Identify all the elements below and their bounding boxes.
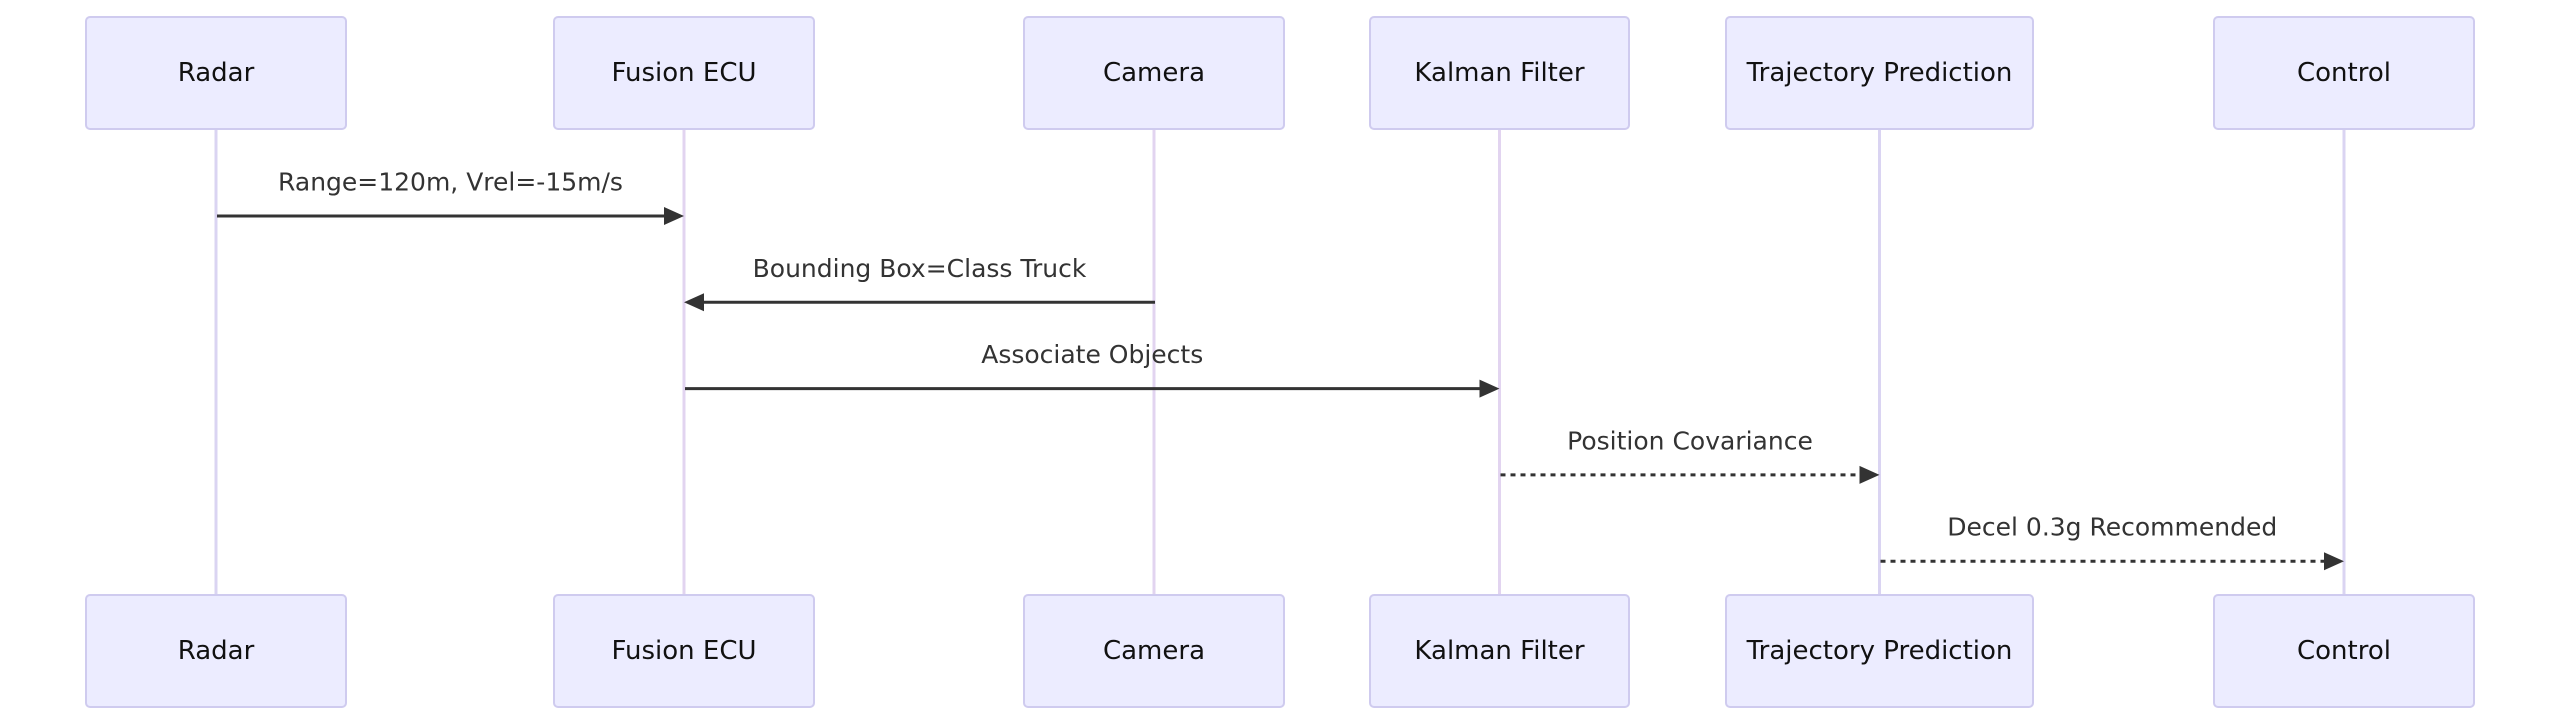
actor-fusion-bottom[interactable]: Fusion ECU — [553, 594, 815, 708]
actor-label: Camera — [1103, 58, 1205, 88]
actor-label: Trajectory Prediction — [1746, 58, 2013, 88]
message-3[interactable]: Associate Objects — [685, 340, 1500, 398]
actor-control-top[interactable]: Control — [2213, 16, 2475, 130]
actor-box[interactable] — [2213, 16, 2475, 130]
arrowhead-icon — [684, 293, 704, 312]
actor-box[interactable] — [553, 594, 815, 708]
actor-box[interactable] — [1725, 594, 2034, 708]
actor-label: Radar — [178, 58, 255, 88]
actor-label: Fusion ECU — [611, 636, 756, 666]
actor-trajectory-bottom[interactable]: Trajectory Prediction — [1725, 594, 2034, 708]
actor-box[interactable] — [2213, 594, 2475, 708]
message-2[interactable]: Bounding Box=Class Truck — [684, 254, 1155, 312]
arrowhead-icon — [1479, 379, 1500, 398]
message-label: Position Covariance — [1567, 426, 1813, 455]
actor-label: Kalman Filter — [1414, 58, 1584, 88]
actor-label: Control — [2297, 58, 2391, 88]
message-4[interactable]: Position Covariance — [1500, 426, 1880, 484]
actor-camera-bottom[interactable]: Camera — [1023, 594, 1285, 708]
actor-fusion-top[interactable]: Fusion ECU — [553, 16, 815, 130]
actor-control-bottom[interactable]: Control — [2213, 594, 2475, 708]
actor-label: Trajectory Prediction — [1746, 636, 2013, 666]
actor-radar-top[interactable]: Radar — [85, 16, 347, 130]
actor-label: Camera — [1103, 636, 1205, 666]
message-label: Range=120m, Vrel=-15m/s — [278, 168, 623, 197]
actor-box[interactable] — [553, 16, 815, 130]
actor-label: Control — [2297, 636, 2391, 666]
actor-label: Fusion ECU — [611, 58, 756, 88]
actor-label: Radar — [178, 636, 255, 666]
actor-box[interactable] — [1369, 16, 1630, 130]
arrowhead-icon — [2324, 552, 2344, 571]
message-5[interactable]: Decel 0.3g Recommended — [1880, 513, 2345, 571]
actor-camera-top[interactable]: Camera — [1023, 16, 1285, 130]
message-label: Bounding Box=Class Truck — [753, 254, 1087, 283]
actor-box[interactable] — [1023, 16, 1285, 130]
message-1[interactable]: Range=120m, Vrel=-15m/s — [217, 168, 684, 226]
actor-kalman-bottom[interactable]: Kalman Filter — [1369, 594, 1630, 708]
lifelines — [214, 129, 2346, 595]
actor-box[interactable] — [85, 594, 347, 708]
actor-radar-bottom[interactable]: Radar — [85, 594, 347, 708]
actor-trajectory-top[interactable]: Trajectory Prediction — [1725, 16, 2034, 130]
message-label: Associate Objects — [981, 340, 1203, 369]
arrowhead-icon — [1859, 465, 1880, 484]
actor-kalman-top[interactable]: Kalman Filter — [1369, 16, 1630, 130]
actor-box[interactable] — [1369, 594, 1630, 708]
arrowhead-icon — [664, 207, 684, 225]
message-label: Decel 0.3g Recommended — [1947, 513, 2277, 542]
actors-bottom: Radar Fusion ECU Camera Kalman Filter Trajec… — [85, 594, 2475, 708]
actors-top: Radar Fusion ECU Camera Kalman Filter Trajec… — [85, 16, 2475, 130]
actor-box[interactable] — [1725, 16, 2034, 130]
actor-box[interactable] — [85, 16, 347, 130]
actor-box[interactable] — [1023, 594, 1285, 708]
actor-label: Kalman Filter — [1414, 636, 1584, 666]
